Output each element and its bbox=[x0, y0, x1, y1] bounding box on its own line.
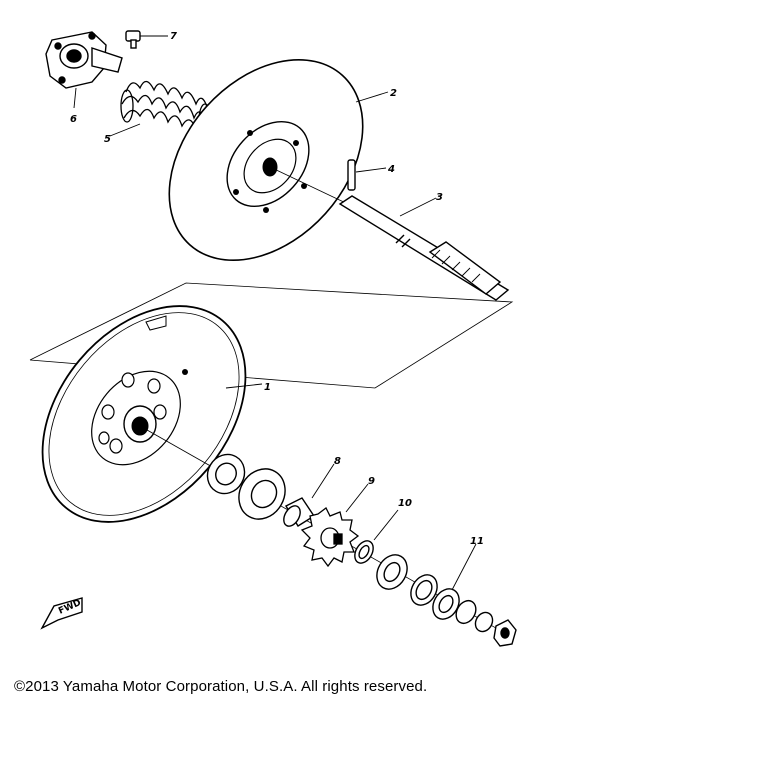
copyright-notice: ©2013 Yamaha Motor Corporation, U.S.A. A… bbox=[14, 678, 428, 695]
part-3-shaft bbox=[338, 195, 510, 301]
callout-11: 11 bbox=[470, 536, 484, 547]
part-7-bolt bbox=[125, 30, 168, 49]
callout-1: 1 bbox=[264, 382, 271, 393]
part-11-washer-nut bbox=[432, 543, 517, 647]
callout-8: 8 bbox=[334, 456, 341, 467]
part-6-housing bbox=[45, 31, 123, 109]
reference-plane bbox=[29, 282, 514, 389]
part-9-sprocket bbox=[300, 483, 369, 568]
callout-5: 5 bbox=[104, 134, 111, 145]
callout-2: 2 bbox=[390, 88, 397, 99]
callout-4: 4 bbox=[387, 164, 395, 175]
callout-3: 3 bbox=[436, 192, 443, 203]
bearing-assembly bbox=[206, 453, 286, 520]
part-2-movable-sheave bbox=[168, 58, 389, 262]
part-4-pin bbox=[347, 159, 387, 191]
callout-9: 9 bbox=[368, 476, 375, 487]
part-1-fixed-sheave bbox=[41, 305, 263, 523]
callout-7: 7 bbox=[170, 31, 177, 42]
part-10-ring bbox=[354, 509, 399, 564]
callout-10: 10 bbox=[398, 498, 412, 509]
bearing-2 bbox=[376, 554, 438, 606]
center-axis-upper bbox=[269, 166, 351, 206]
callout-6: 6 bbox=[70, 114, 77, 125]
fwd-arrow-icon bbox=[40, 597, 83, 630]
parts-diagram: FWD 1 2 3 4 5 6 7 8 9 10 11 bbox=[29, 30, 517, 647]
